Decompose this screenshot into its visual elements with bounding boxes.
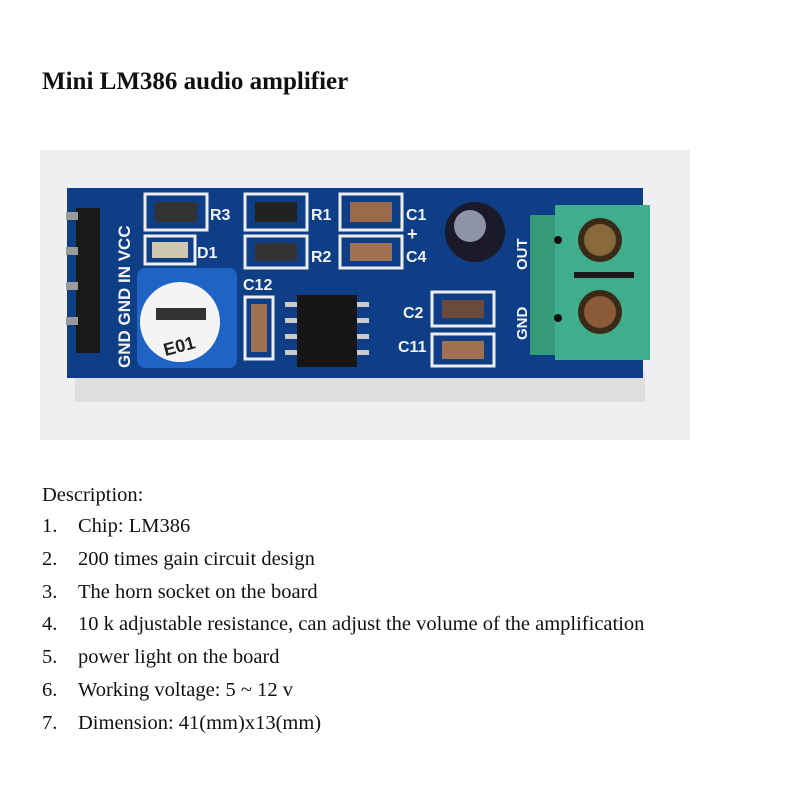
speaker-terminal-block <box>530 205 650 360</box>
description-heading: Description: <box>42 484 144 506</box>
svg-text:D1: D1 <box>197 245 218 262</box>
page-title: Mini LM386 audio amplifier <box>42 68 349 95</box>
list-item: 1.Chip: LM386 <box>42 515 191 537</box>
list-item: 4.10 k adjustable resistance, can adjust… <box>42 613 645 636</box>
product-photo: GND GND IN VCC R3 R1 C1 + D1 R2 C4 E01 C… <box>40 150 690 440</box>
svg-text:R1: R1 <box>311 207 332 224</box>
svg-text:C4: C4 <box>406 249 427 266</box>
svg-text:R2: R2 <box>311 249 332 266</box>
pin-header <box>66 208 100 353</box>
list-item: 7.Dimension: 41(mm)x13(mm) <box>42 711 322 734</box>
potentiometer <box>140 282 220 362</box>
header-label: GND GND IN VCC <box>115 225 134 368</box>
svg-text:+: + <box>407 224 418 244</box>
feature-list: 1.Chip: LM386 2.200 times gain circuit d… <box>42 510 644 740</box>
svg-text:GND: GND <box>514 307 531 341</box>
svg-text:C11: C11 <box>398 339 427 356</box>
list-item: 5.power light on the board <box>42 646 280 669</box>
svg-text:OUT: OUT <box>514 238 531 270</box>
list-item: 3.The horn socket on the board <box>42 580 318 603</box>
lm386-chip <box>285 295 369 367</box>
svg-text:R3: R3 <box>210 207 231 224</box>
svg-text:C2: C2 <box>403 305 424 322</box>
list-item: 2.200 times gain circuit design <box>42 547 315 570</box>
svg-text:C1: C1 <box>406 207 427 224</box>
description-section: Description: 1.Chip: LM386 2.200 times g… <box>42 480 644 740</box>
list-item: 6.Working voltage: 5 ~ 12 v <box>42 678 293 701</box>
svg-text:C12: C12 <box>243 277 272 294</box>
